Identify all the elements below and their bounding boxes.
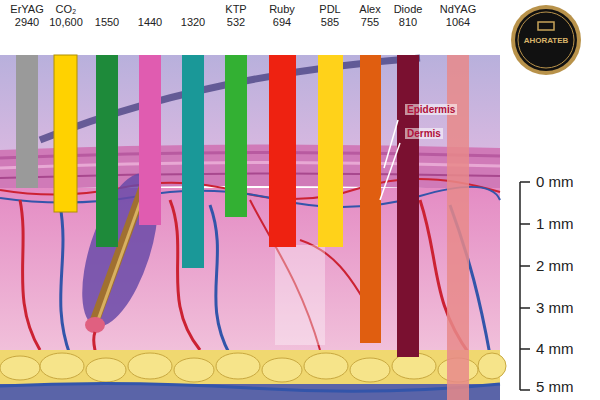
laser-name: Ruby — [269, 3, 295, 16]
depth-label: 0 mm — [536, 173, 574, 190]
wavelength: 810 — [394, 16, 423, 29]
laser-label: NdYAG1064 — [440, 3, 476, 29]
laser-label: CO₂10,600 — [49, 3, 83, 29]
watermark-logo: AHORATEB — [524, 36, 569, 45]
laser-name: PDL — [319, 3, 340, 16]
wavelength: 532 — [225, 16, 246, 29]
depth-label: 2 mm — [536, 257, 574, 274]
laser-name: 1550 — [95, 16, 119, 29]
laser-name: 1320 — [181, 16, 205, 29]
laser-label: KTP532 — [225, 3, 246, 29]
laser-name: CO₂ — [49, 3, 83, 16]
laser-name: ErYAG — [10, 3, 43, 16]
laser-label: 1440 — [138, 16, 162, 29]
laser-label: ErYAG2940 — [10, 3, 43, 29]
depth-label: 5 mm — [536, 378, 574, 395]
laser-name: Alex — [359, 3, 380, 16]
laser-label: 1320 — [181, 16, 205, 29]
laser-label: PDL585 — [319, 3, 340, 29]
laser-label: Ruby694 — [269, 3, 295, 29]
layer-label: Epidermis — [405, 104, 457, 115]
wavelength: 585 — [319, 16, 340, 29]
laser-name: 1440 — [138, 16, 162, 29]
wavelength: 755 — [359, 16, 380, 29]
laser-name: KTP — [225, 3, 246, 16]
laser-label: 1550 — [95, 16, 119, 29]
depth-label: 1 mm — [536, 215, 574, 232]
wavelength: 10,600 — [49, 16, 83, 29]
laser-label: Diode810 — [394, 3, 423, 29]
laser-name: NdYAG — [440, 3, 476, 16]
wavelength: 2940 — [10, 16, 43, 29]
depth-label: 4 mm — [536, 340, 574, 357]
layer-label: Dermis — [405, 128, 443, 139]
laser-label: Alex755 — [359, 3, 380, 29]
wavelength: 1064 — [440, 16, 476, 29]
laser-name: Diode — [394, 3, 423, 16]
depth-label: 3 mm — [536, 299, 574, 316]
wavelength: 694 — [269, 16, 295, 29]
